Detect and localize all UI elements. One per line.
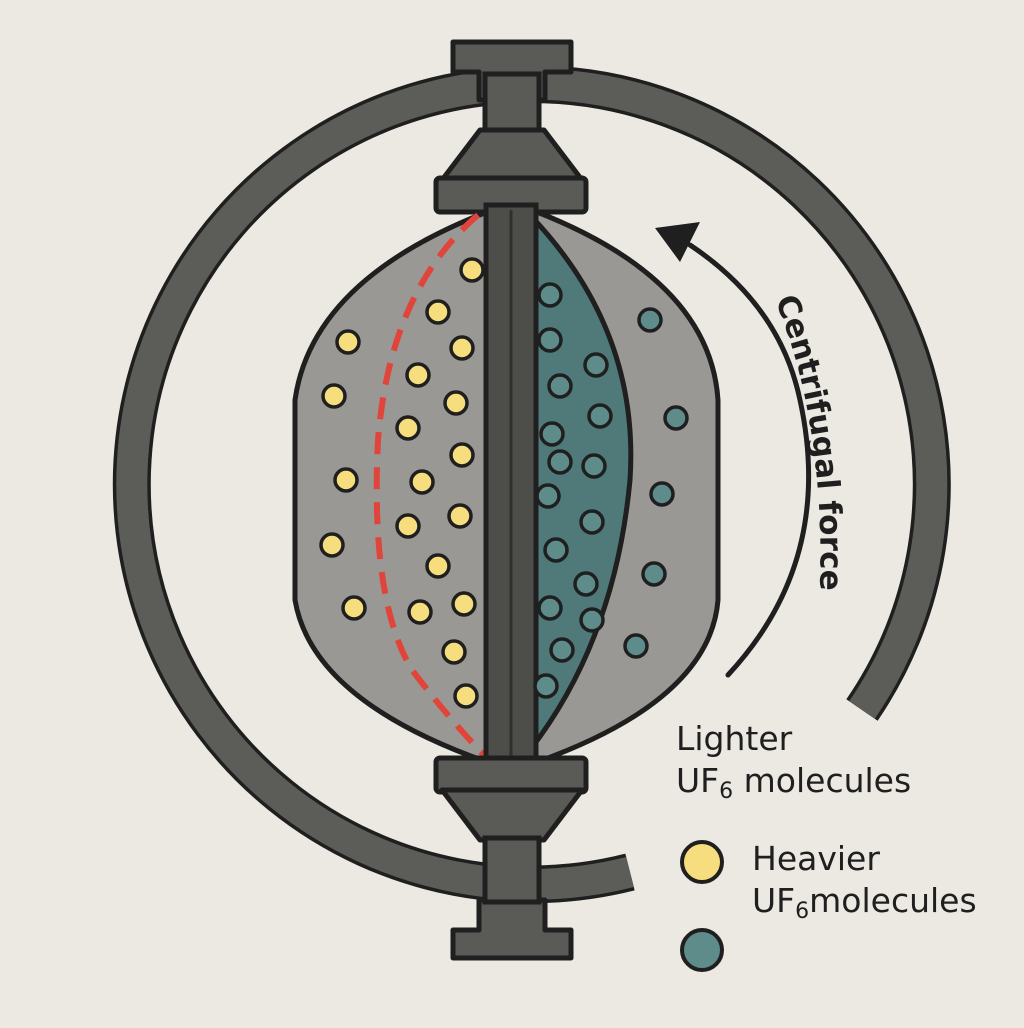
legend-heavier: Heavier UF6molecules — [752, 839, 977, 923]
heavy-molecule — [549, 637, 575, 663]
heavy-molecule — [623, 633, 649, 659]
legend-heavier-line2: UF6molecules — [752, 881, 977, 923]
light-molecule — [449, 335, 475, 361]
legend-lighter-formula: UF — [676, 761, 720, 800]
legend-heavier-suffix: molecules — [809, 881, 977, 920]
yellow-molecule-icon — [680, 840, 724, 884]
top-column — [482, 71, 542, 137]
heavy-molecule — [637, 307, 663, 333]
heavy-molecule — [573, 571, 599, 597]
bottom-hub — [439, 787, 585, 843]
legend-lighter-subscript: 6 — [719, 779, 734, 804]
light-molecule — [449, 442, 475, 468]
light-molecule — [335, 329, 361, 355]
heavy-molecule — [547, 373, 573, 399]
bottom-bracket — [450, 897, 574, 961]
light-molecule — [407, 599, 433, 625]
legend-heavier-line1: Heavier — [752, 839, 880, 878]
heavy-molecule — [579, 509, 605, 535]
light-molecule — [395, 415, 421, 441]
heavy-molecule — [579, 607, 605, 633]
centrifugal-force-arrow — [687, 242, 812, 678]
light-molecule — [341, 595, 367, 621]
legend-lighter-suffix: molecules — [733, 761, 912, 800]
light-molecule — [321, 383, 347, 409]
legend-lighter-line1: Lighter — [676, 719, 793, 758]
top-hub — [439, 127, 585, 183]
heavy-molecule — [587, 403, 613, 429]
separation-boundary — [373, 212, 487, 758]
light-molecule — [451, 591, 477, 617]
heavy-molecule — [537, 327, 563, 353]
heavy-molecule — [547, 449, 573, 475]
legend-lighter: Lighter UF6 molecules — [676, 719, 912, 803]
heavy-molecule — [543, 537, 569, 563]
light-molecule — [405, 362, 431, 388]
light-molecule — [409, 469, 435, 495]
bottom-column — [482, 835, 542, 905]
heavy-molecule — [663, 405, 689, 431]
heavy-molecule — [535, 483, 561, 509]
light-molecule — [459, 257, 485, 283]
light-molecule — [441, 639, 467, 665]
legend-heavier-formula: UF — [752, 881, 796, 920]
light-molecule-group — [319, 257, 485, 709]
heavy-molecule — [581, 453, 607, 479]
heavy-molecule — [537, 595, 563, 621]
light-molecule — [443, 390, 469, 416]
light-molecule — [425, 299, 451, 325]
heavy-molecule-group — [533, 282, 689, 699]
light-molecule — [447, 503, 473, 529]
light-molecule — [453, 683, 479, 709]
teal-molecule-icon — [680, 928, 724, 972]
heavy-molecule — [537, 282, 563, 308]
housing-ring-fill — [116, 68, 948, 900]
centrifugal-force-text: Centrifugal force — [768, 290, 849, 591]
light-molecule — [395, 513, 421, 539]
arrowhead-icon — [655, 222, 700, 262]
heavy-molecule — [533, 673, 559, 699]
light-molecule — [333, 467, 359, 493]
heavy-molecule — [583, 352, 609, 378]
centrifugal-force-label: Centrifugal force — [768, 290, 849, 591]
heavy-molecule — [641, 561, 667, 587]
heavy-molecule — [539, 421, 565, 447]
legend-lighter-line2: UF6 molecules — [676, 761, 912, 803]
legend-heavier-subscript: 6 — [795, 899, 810, 924]
light-molecule — [319, 532, 345, 558]
bottom-hub-base — [433, 755, 589, 795]
light-molecule — [425, 553, 451, 579]
heavy-molecule — [649, 481, 675, 507]
